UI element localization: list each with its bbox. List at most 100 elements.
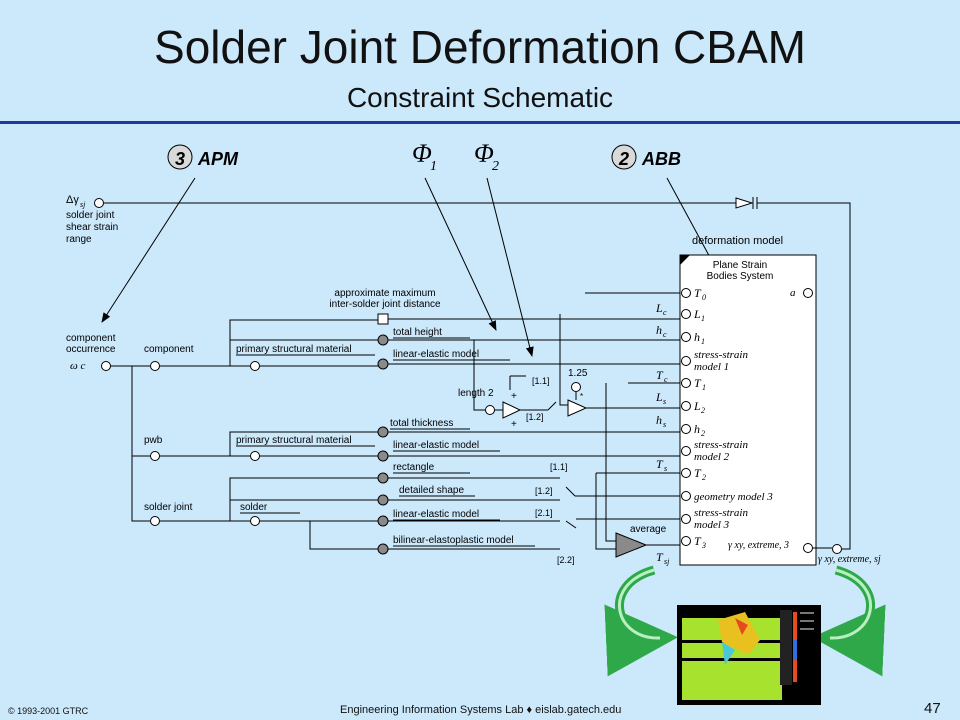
svg-text:2: 2 [702,473,706,482]
right-green-arrow [812,565,886,677]
component-pin [150,361,160,371]
title-divider [0,121,960,124]
svg-text:0: 0 [702,293,706,302]
deformation-model: deformation model Plane Strain Bodies Sy… [679,235,817,566]
svg-text:a: a [790,287,796,299]
svg-text:geometry model 3: geometry model 3 [694,491,773,503]
svg-text:T: T [694,466,702,480]
svg-text:Δγ: Δγ [66,194,79,206]
svg-text:deformation model: deformation model [692,235,783,247]
svg-text:model 3: model 3 [694,519,730,531]
total-height-label: total height [393,327,442,338]
svg-text:sj: sj [664,557,670,566]
apm-badge: 3 APM [167,144,239,170]
svg-text:T: T [656,457,664,471]
svg-text:L: L [693,399,701,413]
svg-text:APM: APM [197,149,239,169]
svg-text:c: c [663,330,667,339]
footer-copyright: © 1993-2001 GTRC [8,706,89,716]
length-2-label: length 2 [458,388,494,399]
svg-text:1: 1 [430,159,437,174]
svg-text:sj: sj [80,200,86,209]
lem-1-label: linear-elastic model [393,349,479,360]
phi-2-label: Φ 2 [474,139,499,174]
switch-2-2: [2.2] [557,555,575,565]
svg-text:solder joint: solder joint [66,210,115,221]
svg-text:T: T [656,550,664,564]
total-thickness-label: total thickness [390,418,453,429]
svg-text:stress-strain: stress-strain [694,349,748,361]
svg-text:2: 2 [701,406,705,415]
svg-text:Bodies System: Bodies System [707,271,774,282]
svg-text:model 2: model 2 [694,451,730,463]
svg-text:T: T [694,376,702,390]
svg-text:s: s [664,464,667,473]
lem-2-label: linear-elastic model [393,440,479,451]
svg-text:2: 2 [618,149,629,169]
page-subtitle: Constraint Schematic [346,82,614,113]
svg-text:stress-strain: stress-strain [694,507,748,519]
svg-text:h: h [656,323,662,337]
svg-text:h: h [694,422,700,436]
svg-text:2: 2 [492,159,499,174]
svg-text:T: T [694,534,702,548]
phi-2-pointer [486,177,534,357]
psm-2-label: primary structural material [236,435,352,446]
svg-text:+: + [511,419,517,430]
svg-text:s: s [663,420,666,429]
svg-text:Φ: Φ [474,139,494,168]
svg-text:inter-solder joint distance: inter-solder joint distance [329,299,441,310]
svg-text:L: L [693,307,701,321]
component-occurrence: component occurrence ω c [66,333,116,372]
svg-text:L: L [655,390,663,404]
svg-text:h: h [656,413,662,427]
component-label: component [144,344,194,355]
svg-text:c: c [663,308,667,317]
svg-text:ω c: ω c [70,360,86,372]
average-label: average [630,524,667,535]
switch-1-2-a: [1.2] [526,412,544,422]
svg-text:1: 1 [702,383,706,392]
svg-text:+: + [511,391,517,402]
svg-text:T: T [694,286,702,300]
pwb-label: pwb [144,435,163,446]
svg-text:T: T [656,368,664,382]
gamma-feedback-line [757,202,851,550]
phi-1-label: Φ 1 [412,139,437,174]
svg-text:component: component [66,333,116,344]
svg-text:γ xy, extreme, 3: γ xy, extreme, 3 [728,540,789,551]
rectangle-label: rectangle [393,462,435,473]
psm-1-label: primary structural material [236,344,352,355]
solder-joint-label: solder joint [144,502,193,513]
svg-text:range: range [66,234,92,245]
gamma-extreme-sj-pin [832,544,842,554]
svg-text:*: * [580,392,583,401]
abb-badge: 2 ABB [611,144,681,170]
svg-text:c: c [664,375,668,384]
page-number: 47 [924,700,941,717]
svg-text:1: 1 [701,337,705,346]
factor-label: 1.25 [568,368,588,379]
switch-2-1: [2.1] [535,508,553,518]
sum-block [502,401,522,419]
gamma-extreme-sj-label: γ xy, extreme, sj [818,554,881,565]
svg-text:3: 3 [175,149,185,169]
svg-text:ABB: ABB [641,149,681,169]
svg-text:model 1: model 1 [694,361,729,373]
switch-1-1-b: [1.1] [550,462,568,472]
svg-text:L: L [655,301,663,315]
footer-lab: Engineering Information Systems Lab ♦ ei… [340,704,622,716]
svg-text:Φ: Φ [412,139,432,168]
page-title: Solder Joint Deformation CBAM [154,21,806,73]
factor-pin [571,382,581,392]
length-2-pin [485,405,495,415]
svg-text:s: s [663,397,666,406]
svg-text:occurrence: occurrence [66,344,116,355]
bilinear-label: bilinear-elastoplastic model [393,535,514,546]
